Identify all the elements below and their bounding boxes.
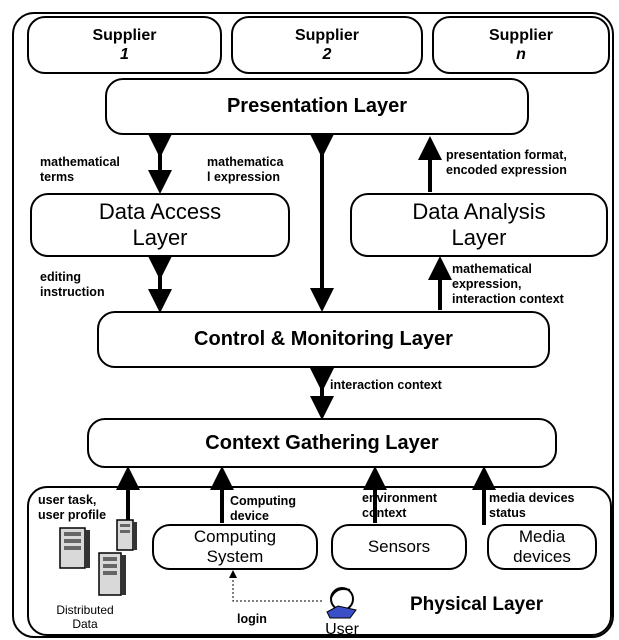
server-icon xyxy=(116,519,137,551)
user-label: User xyxy=(325,621,359,638)
label-line: l expression xyxy=(207,170,280,184)
label-line: Data xyxy=(72,617,98,631)
label-line: user task, xyxy=(38,493,97,507)
media-devices-line2: devices xyxy=(513,547,571,566)
label-line: user profile xyxy=(38,508,107,522)
data-access-layer-box: Data Access Layer xyxy=(30,193,290,257)
data-access-line1: Data Access xyxy=(98,199,222,224)
sensors-box: Sensors xyxy=(331,524,467,570)
computing-system-box: Computing System xyxy=(152,524,318,570)
label-line: device xyxy=(230,509,269,523)
label-line: interaction context xyxy=(452,292,564,306)
presentation-layer-box: Presentation Layer xyxy=(105,78,529,135)
label-line: mathematical xyxy=(40,155,120,169)
computing-system-line2: System xyxy=(206,547,264,566)
label-presentation-format: presentation format, encoded expression xyxy=(446,148,567,178)
media-devices-line1: Media xyxy=(518,527,566,546)
user-icon xyxy=(326,587,357,619)
supplier-2-index: 2 xyxy=(322,46,332,63)
arrow-login xyxy=(232,575,322,602)
label-interaction-context: interaction context xyxy=(330,378,442,392)
control-monitoring-layer-box: Control & Monitoring Layer xyxy=(97,311,550,368)
sensors-label: Sensors xyxy=(367,537,431,556)
label-line: encoded expression xyxy=(446,163,567,177)
supplier-1-box: Supplier 1 xyxy=(27,16,222,74)
supplier-n-index: n xyxy=(516,46,526,63)
presentation-layer-label: Presentation Layer xyxy=(226,95,408,117)
media-devices-box: Media devices xyxy=(487,524,597,570)
supplier-n-label: Supplier xyxy=(488,27,553,44)
physical-layer-label: Physical Layer xyxy=(410,594,544,615)
label-line: context xyxy=(362,506,407,520)
label-mathematical-terms: mathematical terms xyxy=(40,155,120,185)
login-arrowhead xyxy=(229,570,237,578)
label-login: login xyxy=(237,612,267,626)
label-line: Computing xyxy=(230,494,296,508)
data-analysis-line2: Layer xyxy=(451,225,507,250)
label-line: media devices xyxy=(489,491,575,505)
label-math-interaction: mathematical expression, interaction con… xyxy=(452,262,564,307)
label-line: environment xyxy=(362,491,438,505)
control-monitoring-label: Control & Monitoring Layer xyxy=(194,328,453,350)
label-editing-instruction: editing instruction xyxy=(40,270,105,300)
server-icon xyxy=(98,552,126,596)
supplier-2-box: Supplier 2 xyxy=(231,16,423,74)
label-math-expression: mathematica l expression xyxy=(207,155,283,185)
label-line: status xyxy=(489,506,526,520)
label-line: Distributed xyxy=(56,603,114,617)
data-access-line2: Layer xyxy=(132,225,188,250)
label-line: presentation format, xyxy=(446,148,567,162)
supplier-1-index: 1 xyxy=(120,46,129,63)
label-line: mathematica xyxy=(207,155,284,169)
data-analysis-layer-box: Data Analysis Layer xyxy=(350,193,608,257)
supplier-n-box: Supplier n xyxy=(432,16,610,74)
distributed-data-label: Distributed Data xyxy=(45,603,125,631)
server-icon xyxy=(59,527,90,569)
label-line: instruction xyxy=(40,285,105,299)
label-computing-device: Computing device xyxy=(230,494,296,524)
label-line: terms xyxy=(40,170,75,184)
label-environment-context: environment context xyxy=(362,491,437,521)
label-media-status: media devices status xyxy=(489,491,574,521)
computing-system-line1: Computing xyxy=(193,527,277,546)
label-line: mathematical xyxy=(452,262,532,276)
context-gathering-layer-box: Context Gathering Layer xyxy=(87,418,557,468)
supplier-2-label: Supplier xyxy=(294,27,359,44)
supplier-1-label: Supplier xyxy=(92,27,157,44)
label-user-task: user task, user profile xyxy=(38,493,106,523)
label-line: editing xyxy=(40,270,81,284)
data-analysis-line1: Data Analysis xyxy=(412,199,546,224)
label-line: expression, xyxy=(452,277,522,291)
context-gathering-label: Context Gathering Layer xyxy=(205,431,439,454)
